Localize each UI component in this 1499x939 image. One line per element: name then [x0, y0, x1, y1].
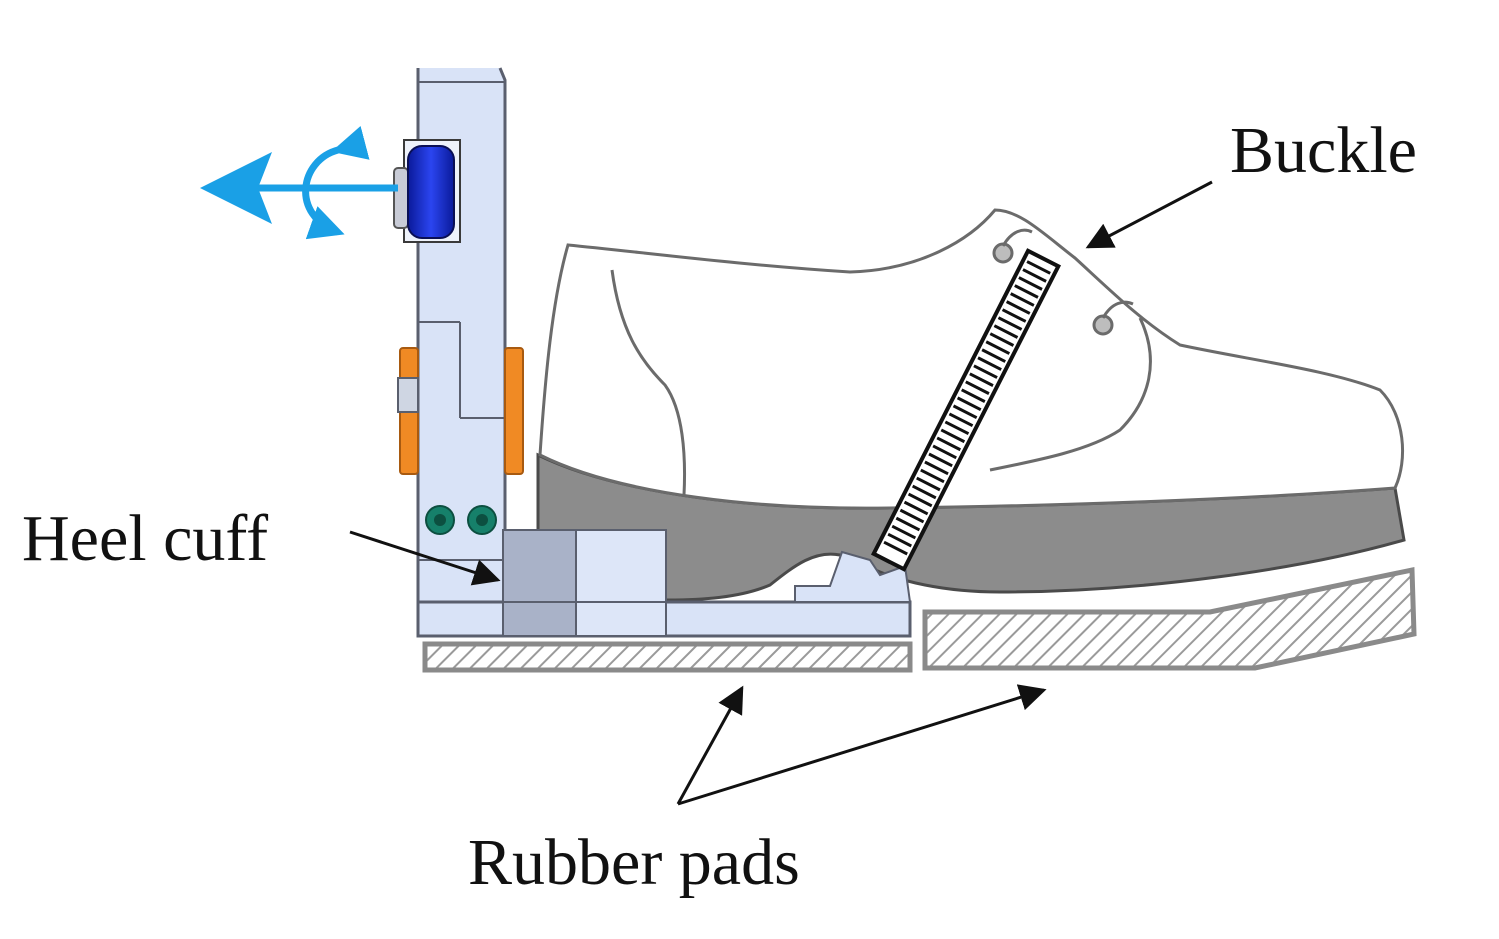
strap-tooth	[944, 420, 970, 436]
strap-tooth	[973, 364, 998, 379]
rubber-pads	[422, 566, 1417, 673]
strap-tooth	[985, 340, 1011, 355]
heel-cuff-label: Heel cuff	[22, 502, 268, 575]
strap-tooth	[911, 484, 937, 500]
rubber-pad-leader-arrow-rear	[676, 685, 744, 805]
strap-tooth	[1001, 308, 1027, 323]
bearing	[397, 347, 524, 475]
strap-tooth	[997, 316, 1023, 331]
strap-tooth	[895, 516, 921, 532]
strap-tooth	[1005, 300, 1031, 315]
strap-tooth	[989, 332, 1015, 347]
strap-tooth	[940, 428, 966, 444]
strap-tooth	[977, 356, 1002, 371]
strap-tooth	[928, 452, 953, 468]
leader-arrows	[349, 180, 1213, 806]
strap-tooth	[1014, 284, 1039, 299]
buckle-leader-arrow	[1085, 180, 1213, 249]
heel-block-dark	[502, 529, 577, 637]
strap-tooth	[920, 468, 945, 484]
buckle-strap	[870, 248, 1062, 572]
heel-block-light	[575, 529, 667, 637]
shoe-eyelet	[992, 228, 1033, 264]
motor	[393, 139, 461, 243]
heel-cuff-leader-arrow	[349, 530, 501, 586]
strap-tooth	[993, 324, 1019, 339]
strap-tooth	[932, 444, 957, 460]
strap-tooth	[899, 508, 925, 524]
strap-tooth	[887, 532, 912, 548]
motor-body	[407, 145, 455, 239]
rubber-pad-leader-arrow-front	[677, 684, 1047, 806]
buckle-label: Buckle	[1230, 114, 1417, 187]
strap-tooth	[960, 388, 986, 403]
strap-tooth	[956, 396, 982, 412]
bidirectional-rotation-arrow-icon	[200, 125, 398, 240]
strap-tooth	[907, 492, 933, 508]
strap-tooth	[948, 412, 974, 428]
strap-tooth	[936, 436, 962, 452]
strap-tooth	[1010, 292, 1035, 307]
strap-tooth	[924, 460, 949, 476]
strap-tooth	[891, 524, 917, 540]
strap-tooth	[981, 348, 1006, 363]
rear-rubber-pad	[422, 641, 913, 673]
shoe-eyelet	[1092, 300, 1134, 336]
strap-tooth	[903, 500, 929, 516]
strap-tooth	[1022, 268, 1047, 283]
strap-tooth	[916, 476, 941, 492]
strap-tooth	[952, 404, 978, 420]
strap-tooth	[1026, 260, 1051, 275]
rubber-pads-label: Rubber pads	[468, 826, 800, 899]
strap-tooth	[965, 380, 990, 395]
shoe-heel-counter-line	[610, 269, 687, 496]
strap-tooth	[969, 372, 994, 387]
front-rubber-pad	[922, 566, 1417, 671]
shoe-vamp-line	[989, 317, 1152, 472]
strap-tooth	[883, 540, 908, 556]
strap-tooth	[1018, 276, 1043, 291]
buckle-bracket	[794, 550, 912, 603]
